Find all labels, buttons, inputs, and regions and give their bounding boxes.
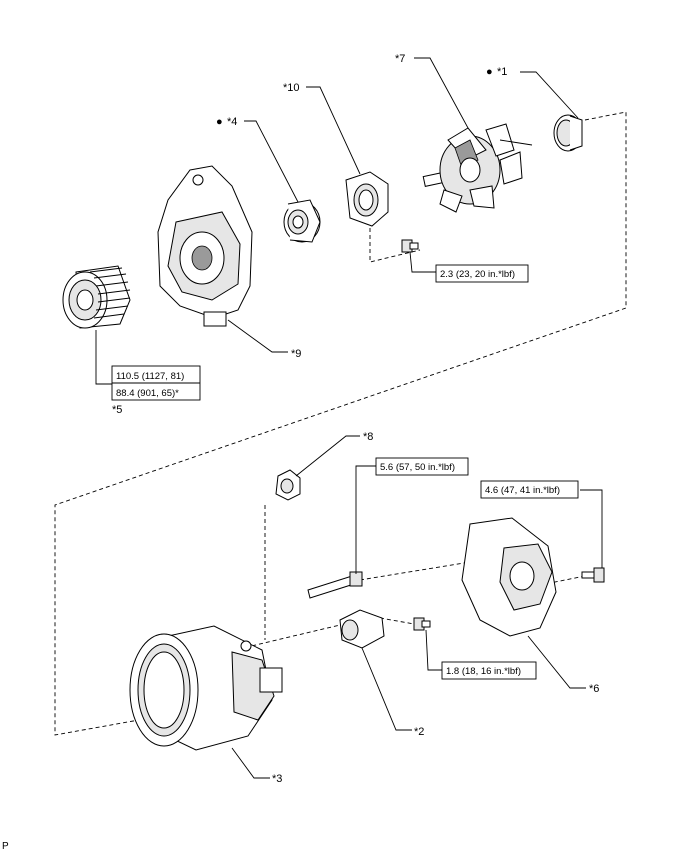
pulley-part — [62, 265, 131, 329]
callout-2-label: *2 — [414, 726, 424, 738]
torque-box-brush-screw: 2.3 (23, 20 in.*lbf) — [435, 264, 529, 283]
terminal-nut-part — [275, 469, 301, 501]
stator-part — [129, 625, 283, 751]
bearing-cover-part — [553, 114, 583, 152]
rear-end-cover-part — [461, 517, 557, 637]
torque-pulley-line-2: 88.4 (901, 65)* — [116, 388, 179, 399]
callout-5-label: *5 — [112, 404, 122, 416]
torque-pulley-line-1: 110.5 (1127, 81) — [116, 371, 184, 382]
torque-regulator-screw-value: 1.8 (18, 16 in.*lbf) — [446, 666, 521, 677]
bullet-mark: ● — [486, 66, 493, 78]
corner-mark: P — [2, 841, 9, 852]
callout-7-label: *7 — [395, 53, 405, 65]
torque-cover-bolt-value: 4.6 (47, 41 in.*lbf) — [485, 485, 560, 496]
cover-bolt — [581, 567, 605, 583]
callout-4-label: *4 — [227, 116, 237, 128]
voltage-regulator-part — [339, 609, 385, 649]
brush-holder-screw — [401, 239, 419, 253]
callout-8-label: *8 — [363, 431, 373, 443]
callout-3-label: *3 — [272, 773, 282, 785]
torque-box-cover-bolt: 4.6 (47, 41 in.*lbf) — [480, 480, 579, 499]
torque-box-regulator-screw: 1.8 (18, 16 in.*lbf) — [441, 661, 537, 680]
rotor-part — [422, 123, 533, 213]
brush-holder-part — [345, 171, 389, 227]
drive-end-frame-part — [157, 165, 253, 327]
torque-brush-screw-value: 2.3 (23, 20 in.*lbf) — [440, 269, 515, 280]
bullet-mark: ● — [216, 116, 223, 128]
regulator-screw — [413, 617, 431, 631]
callout-4: ● *4 — [216, 116, 237, 128]
leader-lines — [95, 57, 603, 779]
bearing-part — [283, 199, 321, 243]
through-bolt-part — [307, 571, 363, 599]
torque-box-pulley: 110.5 (1127, 81) 88.4 (901, 65)* — [111, 365, 201, 401]
callout-10-label: *10 — [283, 82, 300, 94]
callout-6-label: *6 — [589, 683, 599, 695]
callout-1-label: *1 — [497, 66, 507, 78]
alignment-lines — [54, 111, 627, 736]
callout-1: ● *1 — [486, 66, 507, 78]
callout-9-label: *9 — [291, 348, 301, 360]
torque-through-bolt-value: 5.6 (57, 50 in.*lbf) — [380, 462, 455, 473]
torque-box-through-bolt: 5.6 (57, 50 in.*lbf) — [375, 457, 469, 476]
